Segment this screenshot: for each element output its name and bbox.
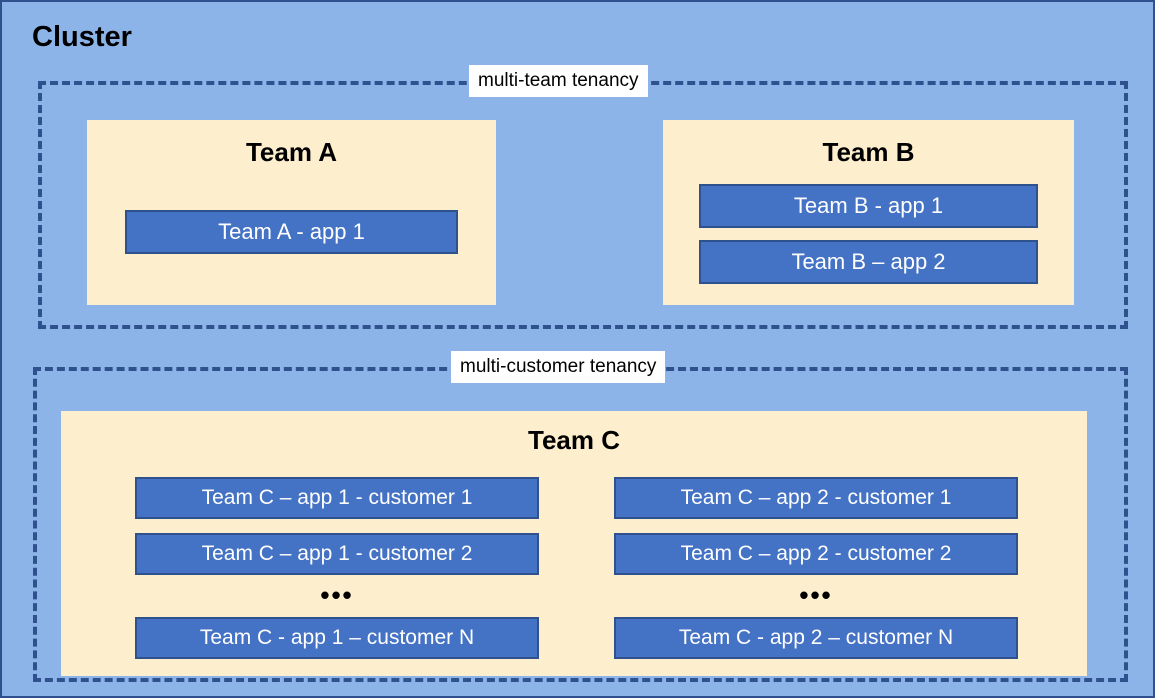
app-box-team-c-app-1-customer-1[interactable]: Team C – app 1 - customer 1 — [135, 477, 539, 519]
tenancy-label-multi-customer: multi-customer tenancy — [451, 351, 666, 383]
app-box-team-b-app-1[interactable]: Team B - app 1 — [699, 184, 1038, 228]
app-box-team-b-app-2[interactable]: Team B – app 2 — [699, 240, 1038, 284]
team-c-title: Team C — [528, 425, 620, 455]
team-a-app-list: Team A - app 1 — [125, 210, 458, 254]
tenancy-boundary-multi-team: Team A Team A - app 1 Team B Team B - ap… — [38, 81, 1128, 329]
app-box-team-c-app-2-customer-2[interactable]: Team C – app 2 - customer 2 — [614, 533, 1018, 575]
team-a-title: Team A — [245, 137, 338, 167]
app-box-team-c-app-2-customer-1[interactable]: Team C – app 2 - customer 1 — [614, 477, 1018, 519]
team-panel-team-c: Team C Team C – app 1 - customer 1 Team … — [61, 411, 1087, 676]
cluster-title: Cluster — [32, 21, 132, 53]
team-c-app-1-column: Team C – app 1 - customer 1 Team C – app… — [135, 477, 539, 659]
app-box-team-c-app-1-customer-2[interactable]: Team C – app 1 - customer 2 — [135, 533, 539, 575]
ellipsis-team-c-app-2: ••• — [799, 580, 833, 610]
ellipsis-team-c-app-1: ••• — [320, 580, 354, 610]
team-b-app-list: Team B - app 1 Team B – app 2 — [699, 184, 1038, 284]
app-box-team-a-app-1[interactable]: Team A - app 1 — [125, 210, 458, 254]
team-panel-team-b: Team B Team B - app 1 Team B – app 2 — [663, 120, 1074, 305]
team-c-app-2-column: Team C – app 2 - customer 1 Team C – app… — [614, 477, 1018, 659]
tenancy-boundary-multi-customer: Team C Team C – app 1 - customer 1 Team … — [33, 367, 1128, 682]
app-box-team-c-app-2-customer-n[interactable]: Team C - app 2 – customer N — [614, 617, 1018, 659]
tenancy-label-multi-team: multi-team tenancy — [469, 65, 648, 97]
app-box-team-c-app-1-customer-n[interactable]: Team C - app 1 – customer N — [135, 617, 539, 659]
team-b-title: Team B — [822, 137, 915, 167]
team-panel-team-a: Team A Team A - app 1 — [87, 120, 496, 305]
